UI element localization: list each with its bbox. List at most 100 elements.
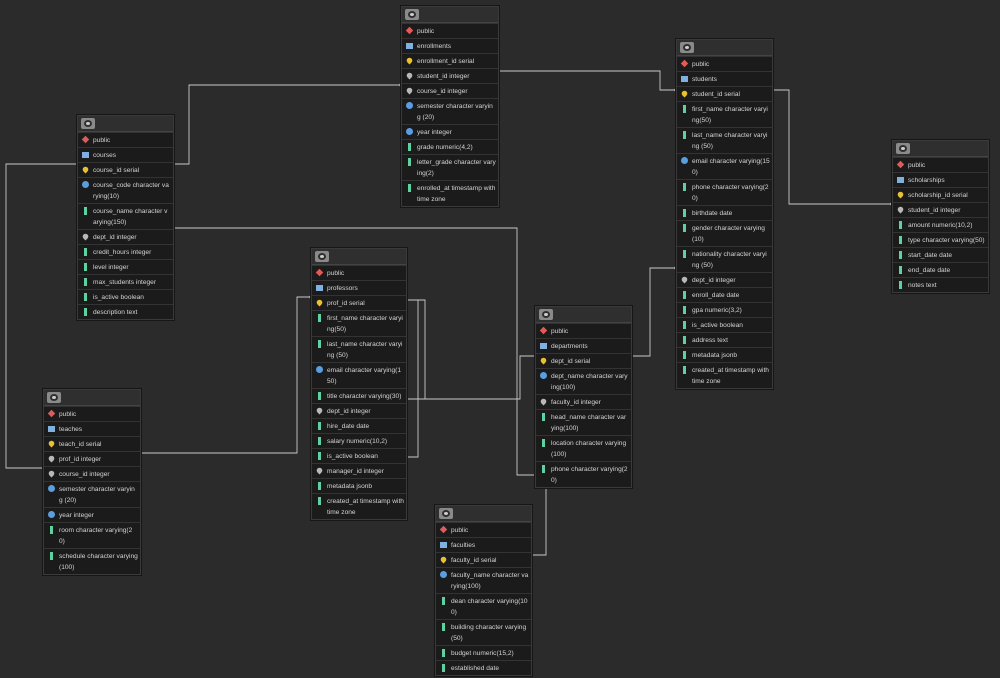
column-row[interactable]: course_id integer (402, 83, 498, 98)
column-row[interactable]: phone character varying(20) (536, 461, 631, 487)
column-row[interactable]: hire_date date (312, 418, 406, 433)
column-row[interactable]: is_active boolean (312, 448, 406, 463)
column-row[interactable]: start_date date (893, 247, 988, 262)
column-row[interactable]: credit_hours integer (78, 244, 173, 259)
column-row[interactable]: level integer (78, 259, 173, 274)
column-row[interactable]: schedule character varying (100) (44, 548, 140, 574)
column-row[interactable]: dean character varying(100) (436, 593, 531, 619)
column-row[interactable]: faculty_name character varying(100) (436, 567, 531, 593)
eye-icon[interactable] (896, 143, 910, 154)
column-row[interactable]: grade numeric(4,2) (402, 139, 498, 154)
column-row[interactable]: course_id serial (78, 162, 173, 177)
column-row[interactable]: scholarship_id serial (893, 187, 988, 202)
column-row[interactable]: year integer (402, 124, 498, 139)
column-row[interactable]: last_name character varying (50) (312, 336, 406, 362)
column-row[interactable]: end_date date (893, 262, 988, 277)
column-row[interactable]: student_id integer (893, 202, 988, 217)
table-name-row[interactable]: faculties (436, 537, 531, 552)
column-row[interactable]: gender character varying(10) (677, 220, 772, 246)
table-header[interactable] (436, 506, 531, 522)
column-row[interactable]: prof_id integer (44, 451, 140, 466)
column-row[interactable]: gpa numeric(3,2) (677, 302, 772, 317)
column-row[interactable]: manager_id integer (312, 463, 406, 478)
schema-row[interactable]: public (312, 265, 406, 280)
schema-row[interactable]: public (78, 132, 173, 147)
column-row[interactable]: notes text (893, 277, 988, 292)
table-header[interactable] (536, 307, 631, 323)
schema-row[interactable]: public (44, 406, 140, 421)
column-row[interactable]: email character varying(150) (677, 153, 772, 179)
column-row[interactable]: address text (677, 332, 772, 347)
column-row[interactable]: email character varying(150) (312, 362, 406, 388)
column-row[interactable]: dept_id serial (536, 353, 631, 368)
table-name-row[interactable]: scholarships (893, 172, 988, 187)
column-row[interactable]: location character varying(100) (536, 435, 631, 461)
column-row[interactable]: building character varying(50) (436, 619, 531, 645)
table-name-row[interactable]: courses (78, 147, 173, 162)
column-row[interactable]: student_id serial (677, 86, 772, 101)
column-row[interactable]: semester character varying (20) (44, 481, 140, 507)
column-row[interactable]: is_active boolean (677, 317, 772, 332)
column-row[interactable]: established date (436, 660, 531, 675)
column-row[interactable]: prof_id serial (312, 295, 406, 310)
column-row[interactable]: letter_grade character varying(2) (402, 154, 498, 180)
schema-row[interactable]: public (436, 522, 531, 537)
column-row[interactable]: last_name character varying (50) (677, 127, 772, 153)
column-row[interactable]: title character varying(30) (312, 388, 406, 403)
column-row[interactable]: created_at timestamp with time zone (677, 362, 772, 388)
table-name-row[interactable]: professors (312, 280, 406, 295)
column-row[interactable]: dept_id integer (312, 403, 406, 418)
schema-row[interactable]: public (677, 56, 772, 71)
column-row[interactable]: course_code character varying(10) (78, 177, 173, 203)
column-row[interactable]: head_name character varying(100) (536, 409, 631, 435)
table-header[interactable] (78, 116, 173, 132)
eye-icon[interactable] (81, 118, 95, 129)
column-row[interactable]: dept_id integer (677, 272, 772, 287)
table-name-row[interactable]: departments (536, 338, 631, 353)
table-header[interactable] (312, 249, 406, 265)
column-row[interactable]: nationality character varying (50) (677, 246, 772, 272)
column-row[interactable]: dept_id integer (78, 229, 173, 244)
column-row[interactable]: enrolled_at timestamp with time zone (402, 180, 498, 206)
column-row[interactable]: room character varying(20) (44, 522, 140, 548)
column-row[interactable]: first_name character varying(50) (677, 101, 772, 127)
table-name-row[interactable]: enrollments (402, 38, 498, 53)
column-row[interactable]: is_active boolean (78, 289, 173, 304)
table-header[interactable] (893, 141, 988, 157)
column-row[interactable]: created_at timestamp with time zone (312, 493, 406, 519)
column-row[interactable]: first_name character varying(50) (312, 310, 406, 336)
column-row[interactable]: faculty_id serial (436, 552, 531, 567)
column-row[interactable]: enroll_date date (677, 287, 772, 302)
column-row[interactable]: student_id integer (402, 68, 498, 83)
column-row[interactable]: semester character varying (20) (402, 98, 498, 124)
column-row[interactable]: max_students integer (78, 274, 173, 289)
column-row[interactable]: course_id integer (44, 466, 140, 481)
table-header[interactable] (402, 7, 498, 23)
column-row[interactable]: amount numeric(10,2) (893, 217, 988, 232)
table-name-row[interactable]: teaches (44, 421, 140, 436)
column-row[interactable]: salary numeric(10,2) (312, 433, 406, 448)
column-row[interactable]: type character varying(50) (893, 232, 988, 247)
column-row[interactable]: enrollment_id serial (402, 53, 498, 68)
column-row[interactable]: teach_id serial (44, 436, 140, 451)
column-row[interactable]: metadata jsonb (312, 478, 406, 493)
eye-icon[interactable] (47, 392, 61, 403)
column-row[interactable]: phone character varying(20) (677, 179, 772, 205)
table-header[interactable] (44, 390, 140, 406)
eye-icon[interactable] (439, 508, 453, 519)
column-row[interactable]: faculty_id integer (536, 394, 631, 409)
column-row[interactable]: course_name character varying(150) (78, 203, 173, 229)
schema-row[interactable]: public (893, 157, 988, 172)
column-row[interactable]: year integer (44, 507, 140, 522)
column-row[interactable]: dept_name character varying(100) (536, 368, 631, 394)
eye-icon[interactable] (315, 251, 329, 262)
eye-icon[interactable] (539, 309, 553, 320)
